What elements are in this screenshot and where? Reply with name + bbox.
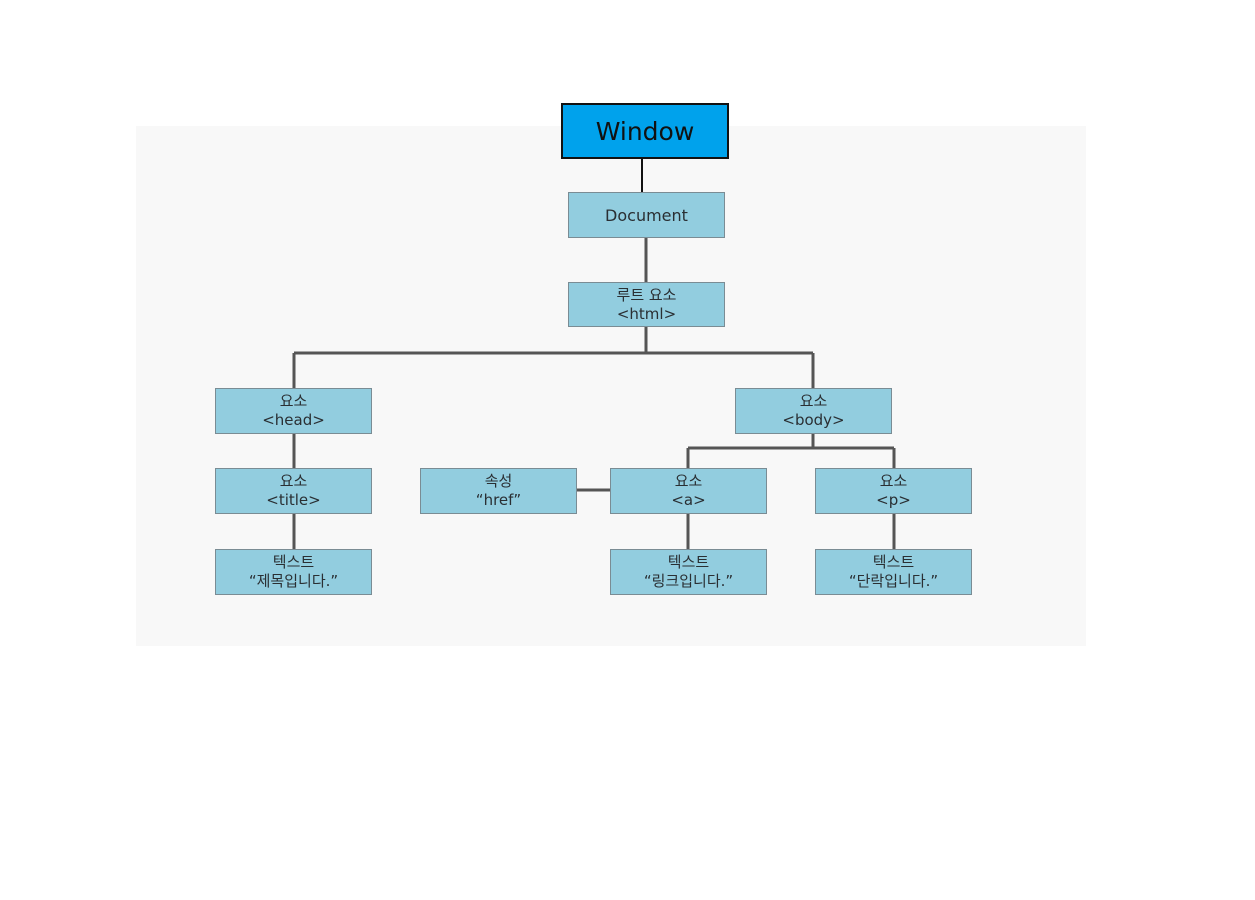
node-p-text-type: 텍스트 — [872, 553, 915, 571]
node-body-type: 요소 — [799, 392, 828, 410]
node-a-text: 텍스트 “링크입니다.” — [610, 549, 767, 595]
node-a-tag: <a> — [671, 491, 706, 509]
node-document-label: Document — [605, 205, 688, 225]
node-body-tag: <body> — [782, 411, 845, 429]
node-html-root: 루트 요소 <html> — [568, 282, 725, 327]
node-title-tag: <title> — [266, 491, 321, 509]
node-a: 요소 <a> — [610, 468, 767, 514]
node-head-tag: <head> — [262, 411, 325, 429]
node-title-text: 텍스트 “제목입니다.” — [215, 549, 372, 595]
node-a-text-type: 텍스트 — [667, 553, 710, 571]
node-p-text: 텍스트 “단락입니다.” — [815, 549, 972, 595]
node-href-value: “href” — [475, 491, 522, 509]
node-a-text-value: “링크입니다.” — [643, 572, 734, 590]
node-p-text-value: “단락입니다.” — [848, 572, 939, 590]
node-head-type: 요소 — [279, 392, 308, 410]
node-p-tag: <p> — [876, 491, 911, 509]
node-href-attribute: 속성 “href” — [420, 468, 577, 514]
node-window-label: Window — [595, 116, 695, 146]
node-title: 요소 <title> — [215, 468, 372, 514]
node-title-type: 요소 — [279, 472, 308, 490]
node-a-type: 요소 — [674, 472, 703, 490]
node-p-type: 요소 — [879, 472, 908, 490]
node-title-text-type: 텍스트 — [272, 553, 315, 571]
node-document: Document — [568, 192, 725, 238]
node-p: 요소 <p> — [815, 468, 972, 514]
node-title-text-value: “제목입니다.” — [248, 572, 339, 590]
node-window: Window — [561, 103, 729, 159]
node-html-type: 루트 요소 — [616, 285, 677, 304]
node-href-type: 속성 — [484, 472, 513, 490]
node-head: 요소 <head> — [215, 388, 372, 434]
node-body: 요소 <body> — [735, 388, 892, 434]
node-html-tag: <html> — [616, 304, 677, 323]
